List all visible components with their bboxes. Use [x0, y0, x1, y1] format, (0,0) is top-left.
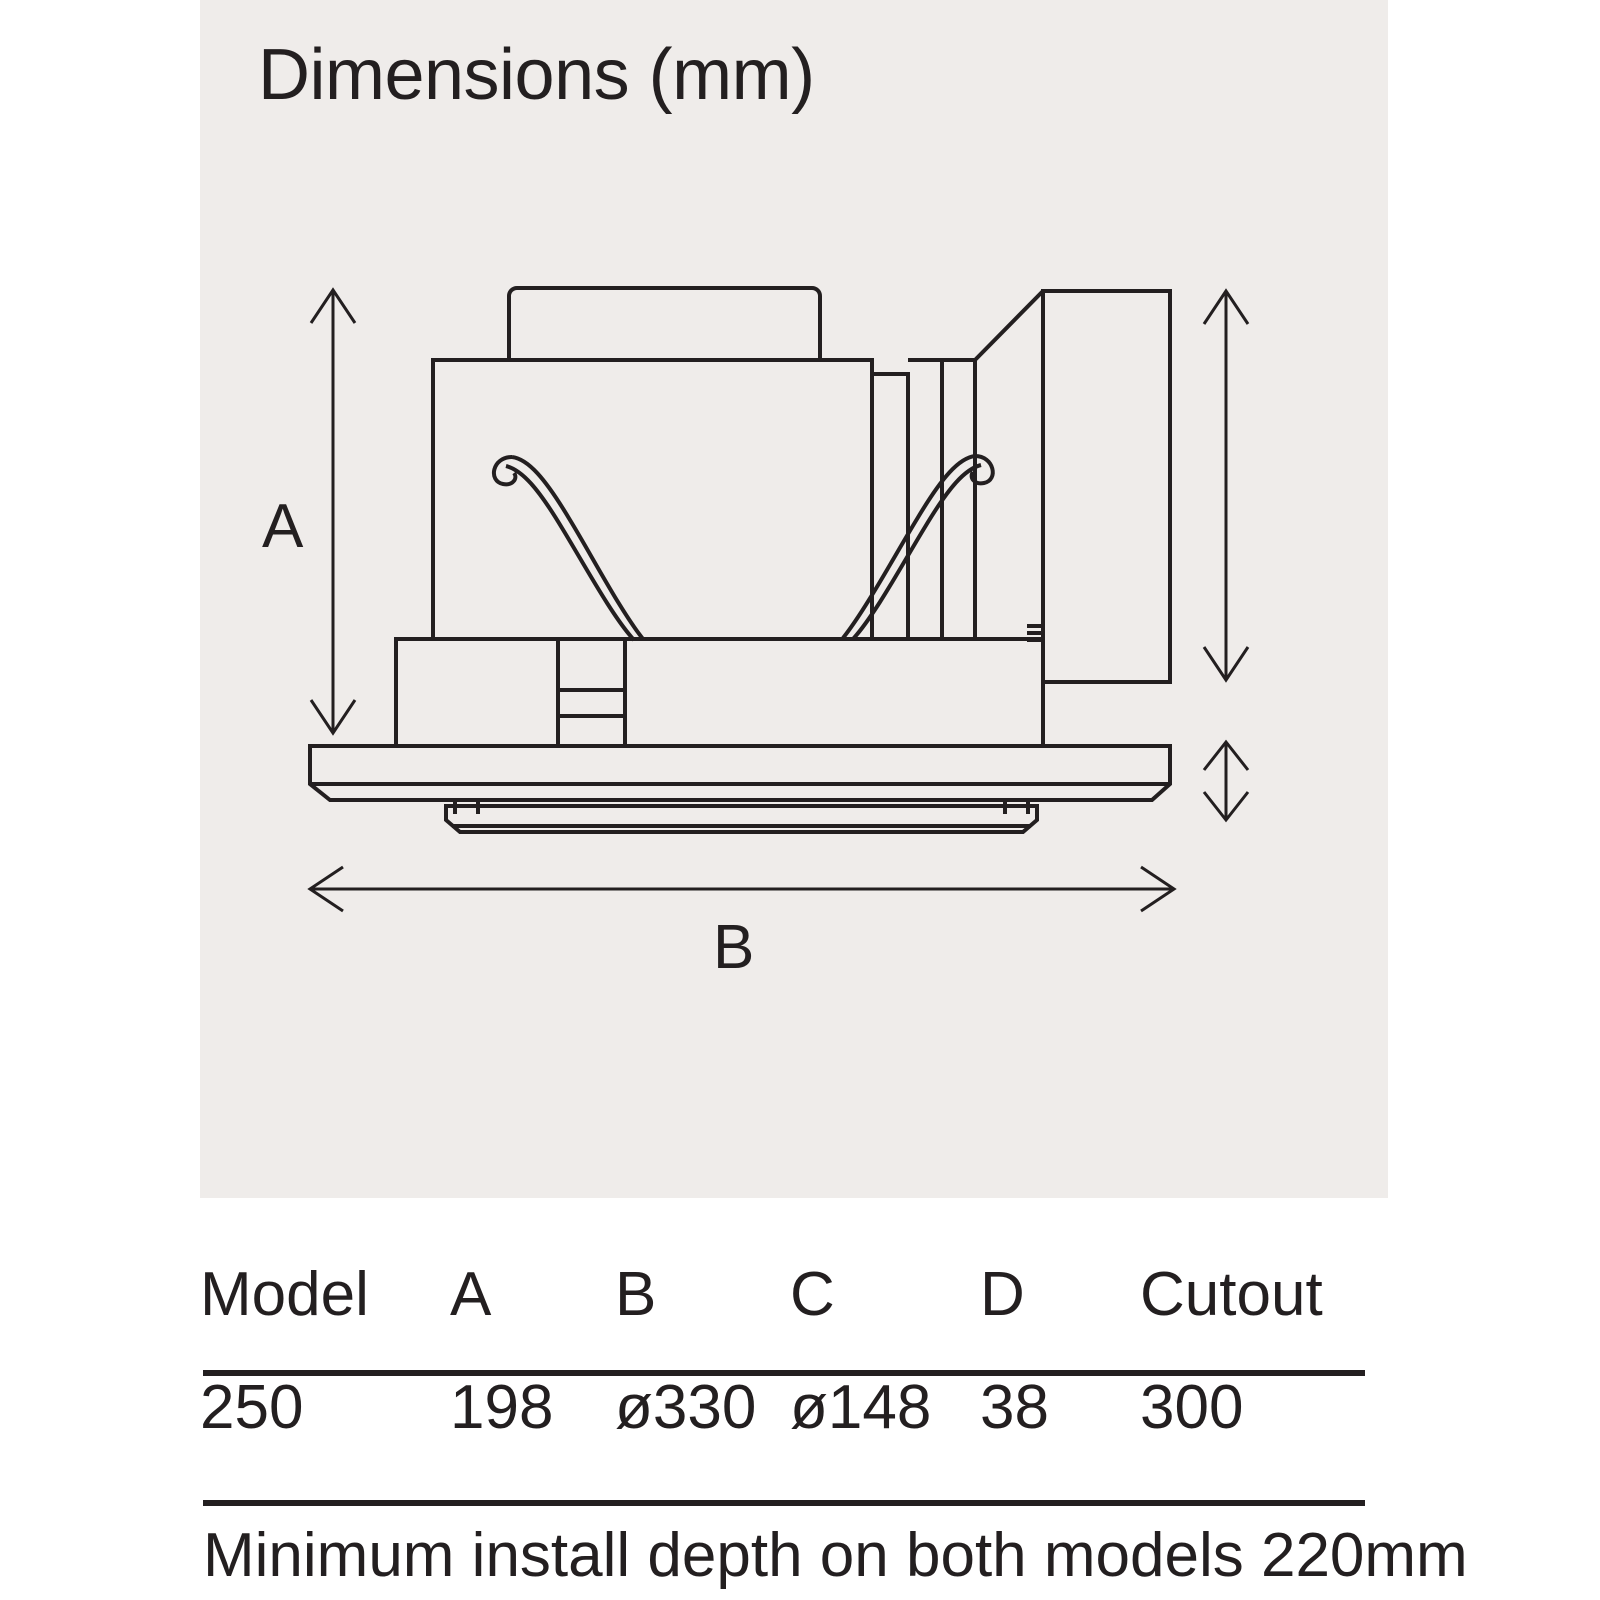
table-rule-bottom: [203, 1500, 1365, 1506]
spec-table-body: 250 198 ø330 ø148 38 300: [200, 1348, 1365, 1466]
column-header-model: Model: [200, 1259, 369, 1329]
cell-c: ø148: [790, 1372, 932, 1442]
column-header-b: B: [615, 1259, 657, 1329]
lower-chassis-outline: [394, 637, 1045, 748]
grille-outline: [444, 804, 1039, 834]
duct-collar-outline: [1041, 289, 1172, 684]
table-header-row: Model A B C D Cutout: [200, 1240, 1365, 1348]
install-depth-note: Minimum install depth on both models 220…: [203, 1521, 1468, 1590]
dimension-c-arrow: [1202, 288, 1250, 683]
spring-clip-right: [841, 454, 995, 641]
dimension-b-arrow: [307, 865, 1177, 913]
column-header-c: C: [790, 1259, 835, 1329]
cell-model: 250: [200, 1372, 304, 1442]
motor-cover-outline: [507, 286, 822, 362]
cell-d: 38: [980, 1372, 1049, 1442]
spec-table-head: Model A B C D Cutout: [200, 1240, 1365, 1348]
spec-table: Model A B C D Cutout 250 198 ø330 ø148 3…: [200, 1240, 1365, 1466]
main-body-outline: [431, 358, 874, 641]
spec-table-wrap: Model A B C D Cutout 250 198 ø330 ø148 3…: [200, 1240, 1468, 1600]
cell-b: ø330: [615, 1372, 757, 1442]
ceiling-bezel-outline: [308, 744, 1172, 802]
dimension-a-arrow: [309, 287, 357, 736]
drawing-panel: Dimensions (mm): [200, 0, 1388, 1198]
cell-cutout: 300: [1140, 1372, 1244, 1442]
angled-transition: [973, 289, 1045, 362]
table-row: 250 198 ø330 ø148 38 300: [200, 1348, 1365, 1466]
dimension-d-arrow: [1202, 739, 1250, 823]
column-header-d: D: [980, 1259, 1025, 1329]
column-header-cutout: Cutout: [1140, 1259, 1323, 1329]
step-c: [942, 358, 977, 639]
page-title: Dimensions (mm): [258, 35, 815, 115]
column-header-a: A: [450, 1259, 492, 1329]
dimension-label-a: A: [262, 492, 304, 561]
table-rule-top: [203, 1370, 1365, 1376]
step-a: [872, 372, 910, 639]
spring-clip-left: [491, 455, 645, 642]
dimension-label-b: B: [713, 913, 754, 982]
cell-a: 198: [450, 1372, 554, 1442]
step-b: [908, 358, 944, 639]
